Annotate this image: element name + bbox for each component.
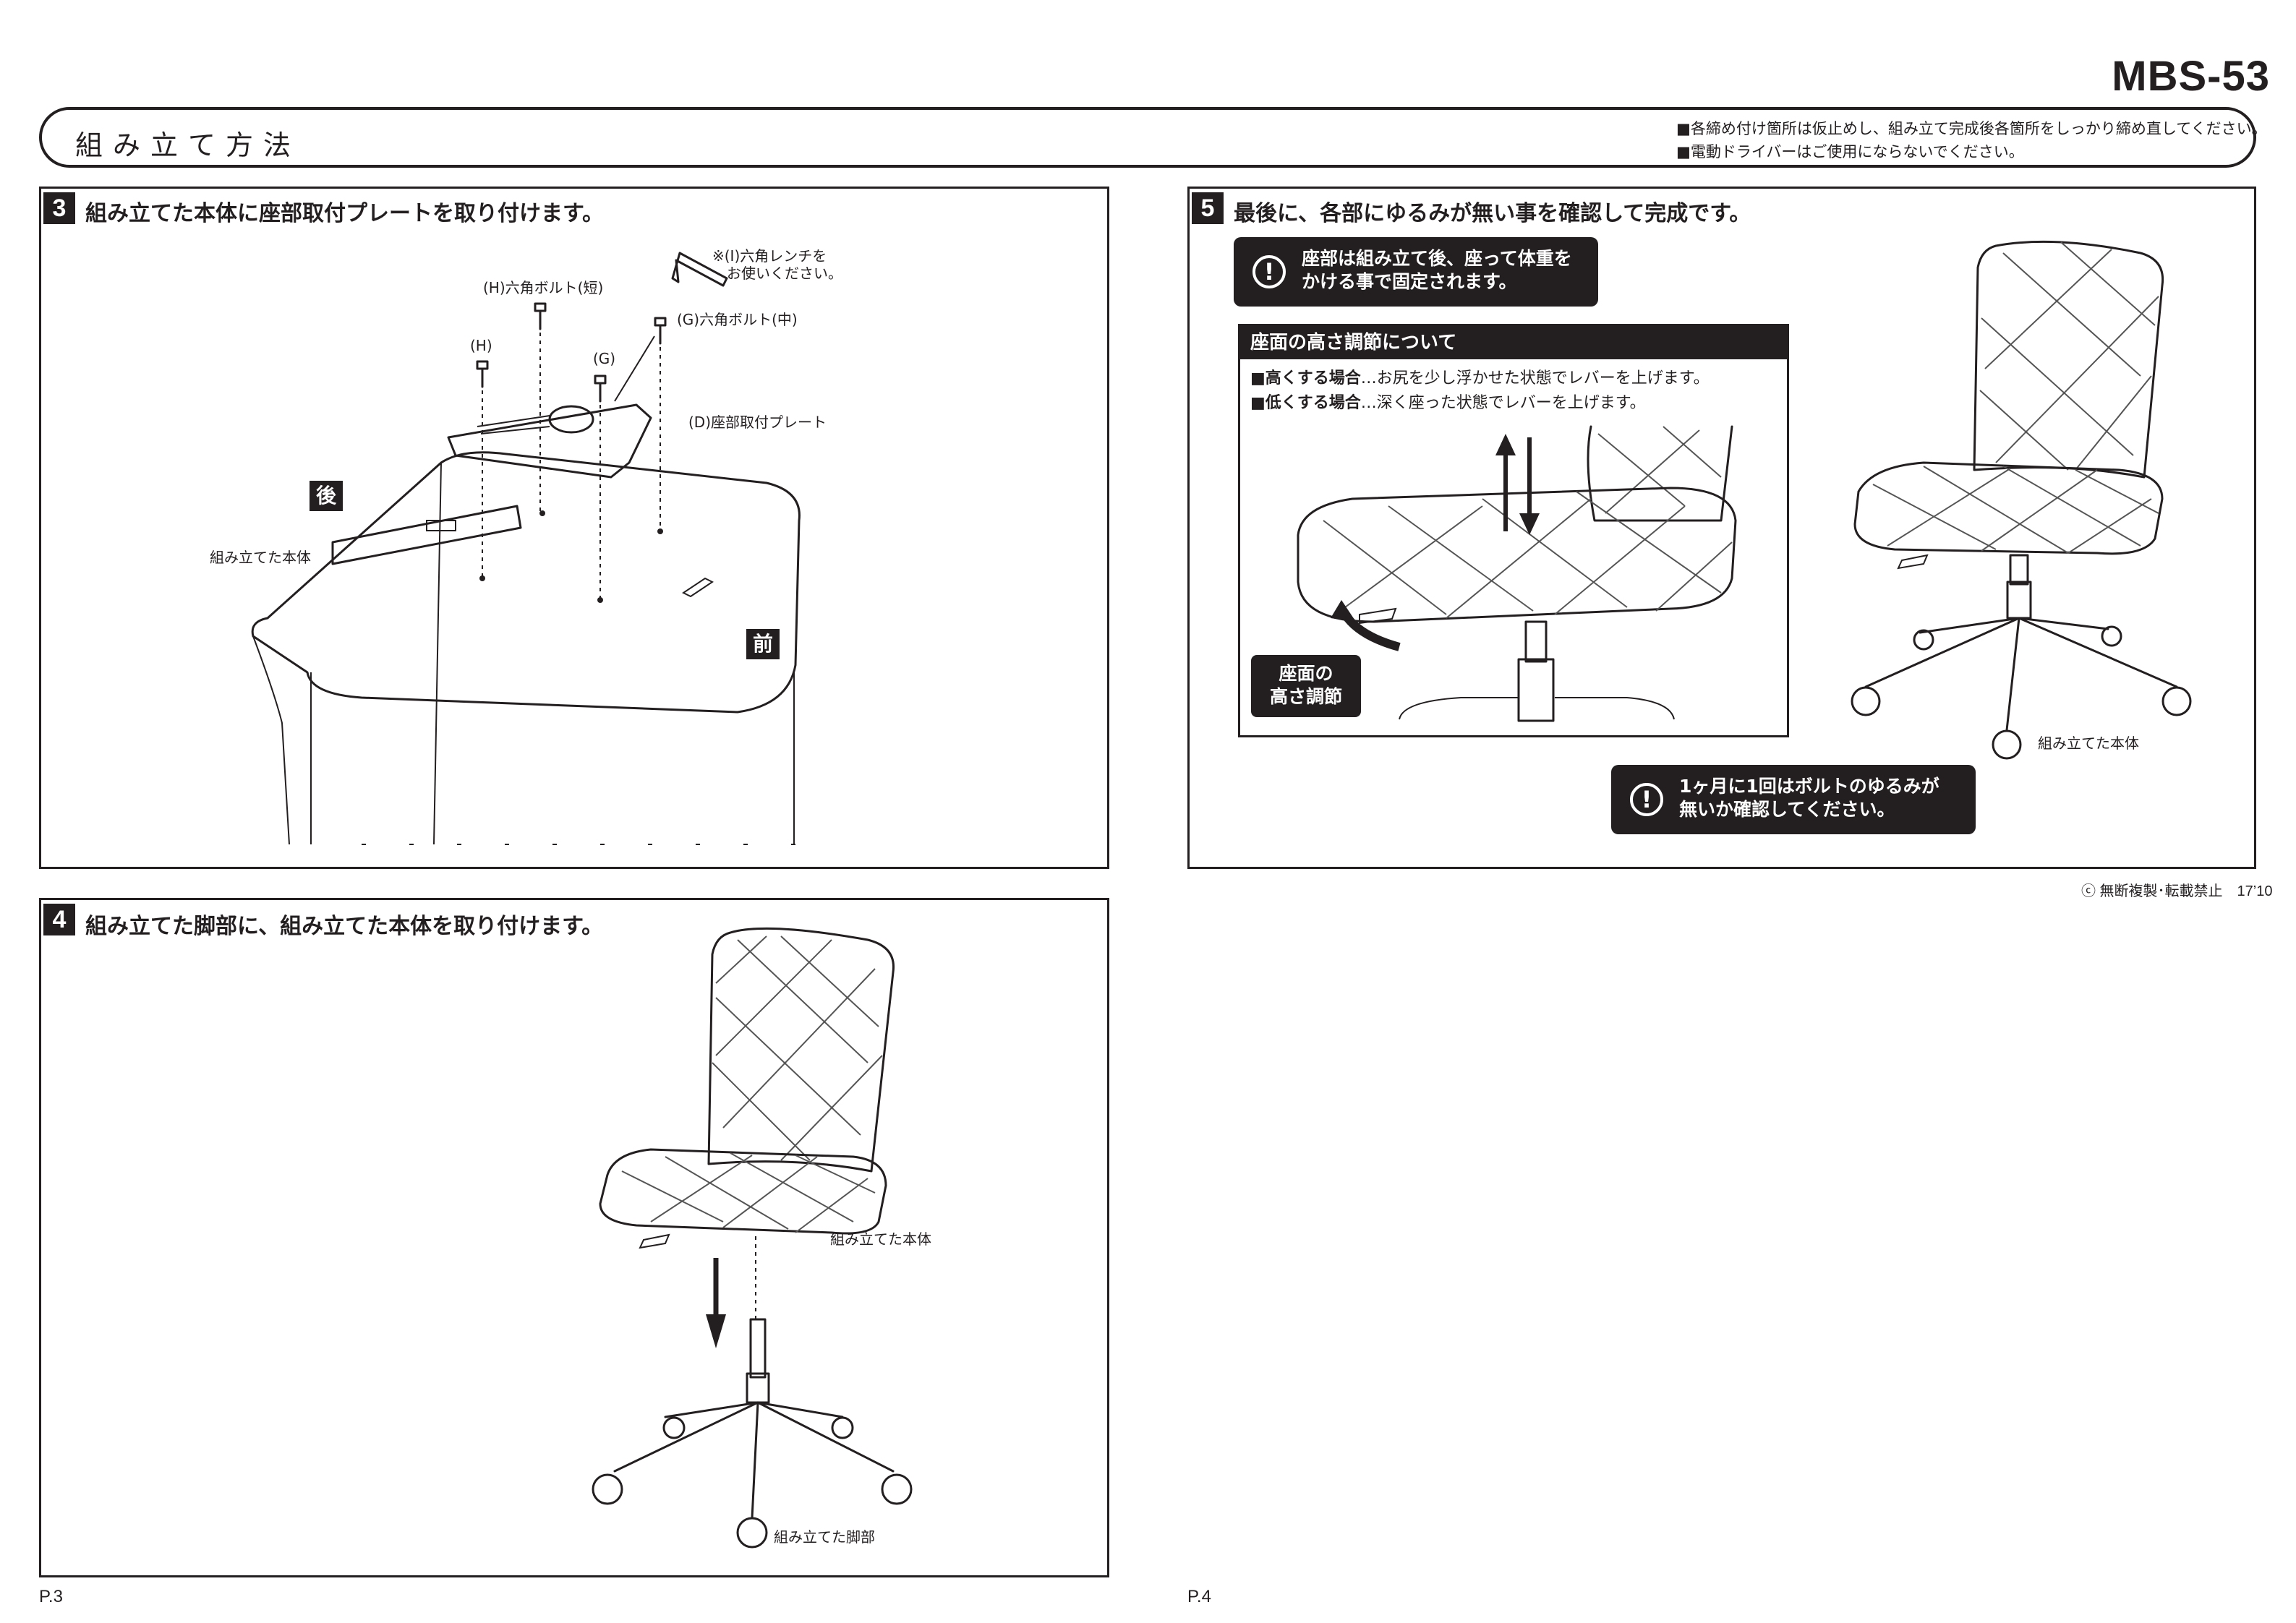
label-body: 組み立てた本体 — [210, 549, 311, 566]
lower-instruction: ■低くする場合…深く座った状態でレバーを上げます。 — [1250, 391, 1710, 416]
step5-title: 最後に、各部にゆるみが無い事を確認して完成です。 — [1234, 201, 1751, 226]
label-step4-body: 組み立てた本体 — [830, 1230, 931, 1248]
label-bolt-g-mid: (G)六角ボルト(中) — [677, 311, 798, 328]
page-number-right: P.4 — [1187, 1587, 1211, 1606]
copyright: ⓒ 無断複製･転載禁止 17’10 — [2081, 883, 2273, 899]
raise-label: ■高くする場合 — [1250, 369, 1361, 387]
callout-monthly-line1: 1ヶ月に1回はボルトのゆるみが — [1679, 776, 1939, 797]
header-notes: ■各締め付け箇所は仮止めし、組み立て完成後各箇所をしっかり締め直してください。 … — [1676, 117, 2267, 163]
header-bar — [39, 107, 2256, 168]
warning-icon: ! — [1252, 255, 1286, 288]
label-bolt-h-short: (H)六角ボルト(短) — [483, 279, 604, 296]
callout-monthly-check: ! 1ヶ月に1回はボルトのゆるみが 無いか確認してください。 — [1611, 765, 1976, 834]
callout-seat-fix: ! 座部は組み立て後、座って体重を かける事で固定されます。 — [1234, 237, 1598, 307]
tag-back: 後 — [310, 481, 343, 511]
adjust-tag-line1: 座面の — [1279, 663, 1333, 684]
label-plate: (D)座部取付プレート — [688, 414, 827, 431]
note-2: ■電動ドライバーはご使用にならないでください。 — [1676, 143, 2024, 160]
step4-number: 4 — [43, 904, 75, 935]
label-g: (G) — [593, 350, 616, 367]
step3-title: 組み立てた本体に座部取付プレートを取り付けます。 — [85, 201, 604, 226]
height-adjust-box: 座面の高さ調節について ■高くする場合…お尻を少し浮かせた状態でレバーを上げます… — [1238, 324, 1789, 737]
callout-seat-fix-line2: かける事で固定されます。 — [1302, 271, 1517, 292]
tag-front: 前 — [746, 629, 780, 659]
wrench-note-1: ※(I)六角レンチを — [712, 247, 827, 265]
model-number: MBS-53 — [2112, 53, 2270, 100]
height-adjust-heading: 座面の高さ調節について — [1240, 326, 1787, 359]
page-number-left: P.3 — [39, 1587, 63, 1606]
callout-monthly-line2: 無いか確認してください。 — [1679, 799, 1895, 820]
step3-panel — [39, 187, 1109, 869]
lower-text: …深く座った状態でレバーを上げます。 — [1360, 394, 1646, 412]
step4-panel — [39, 898, 1109, 1577]
label-step5-body: 組み立てた本体 — [2038, 735, 2139, 752]
label-h: (H) — [470, 337, 492, 354]
warning-icon: ! — [1630, 783, 1663, 816]
callout-seat-fix-line1: 座部は組み立て後、座って体重を — [1302, 248, 1572, 269]
page-title: 組み立て方法 — [75, 129, 302, 161]
note-1: ■各締め付け箇所は仮止めし、組み立て完成後各箇所をしっかり締め直してください。 — [1676, 120, 2267, 137]
raise-text: …お尻を少し浮かせた状態でレバーを上げます。 — [1360, 369, 1710, 387]
lower-label: ■低くする場合 — [1250, 394, 1361, 412]
step5-number: 5 — [1192, 192, 1224, 224]
step3-number: 3 — [43, 192, 75, 224]
label-step4-legs: 組み立てた脚部 — [774, 1528, 875, 1546]
adjust-tag: 座面の 高さ調節 — [1251, 655, 1361, 717]
wrench-note-2: お使いください。 — [727, 265, 842, 282]
adjust-tag-line2: 高さ調節 — [1269, 686, 1342, 707]
step4-title: 組み立てた脚部に、組み立てた本体を取り付けます。 — [85, 914, 604, 939]
raise-instruction: ■高くする場合…お尻を少し浮かせた状態でレバーを上げます。 — [1250, 367, 1710, 391]
